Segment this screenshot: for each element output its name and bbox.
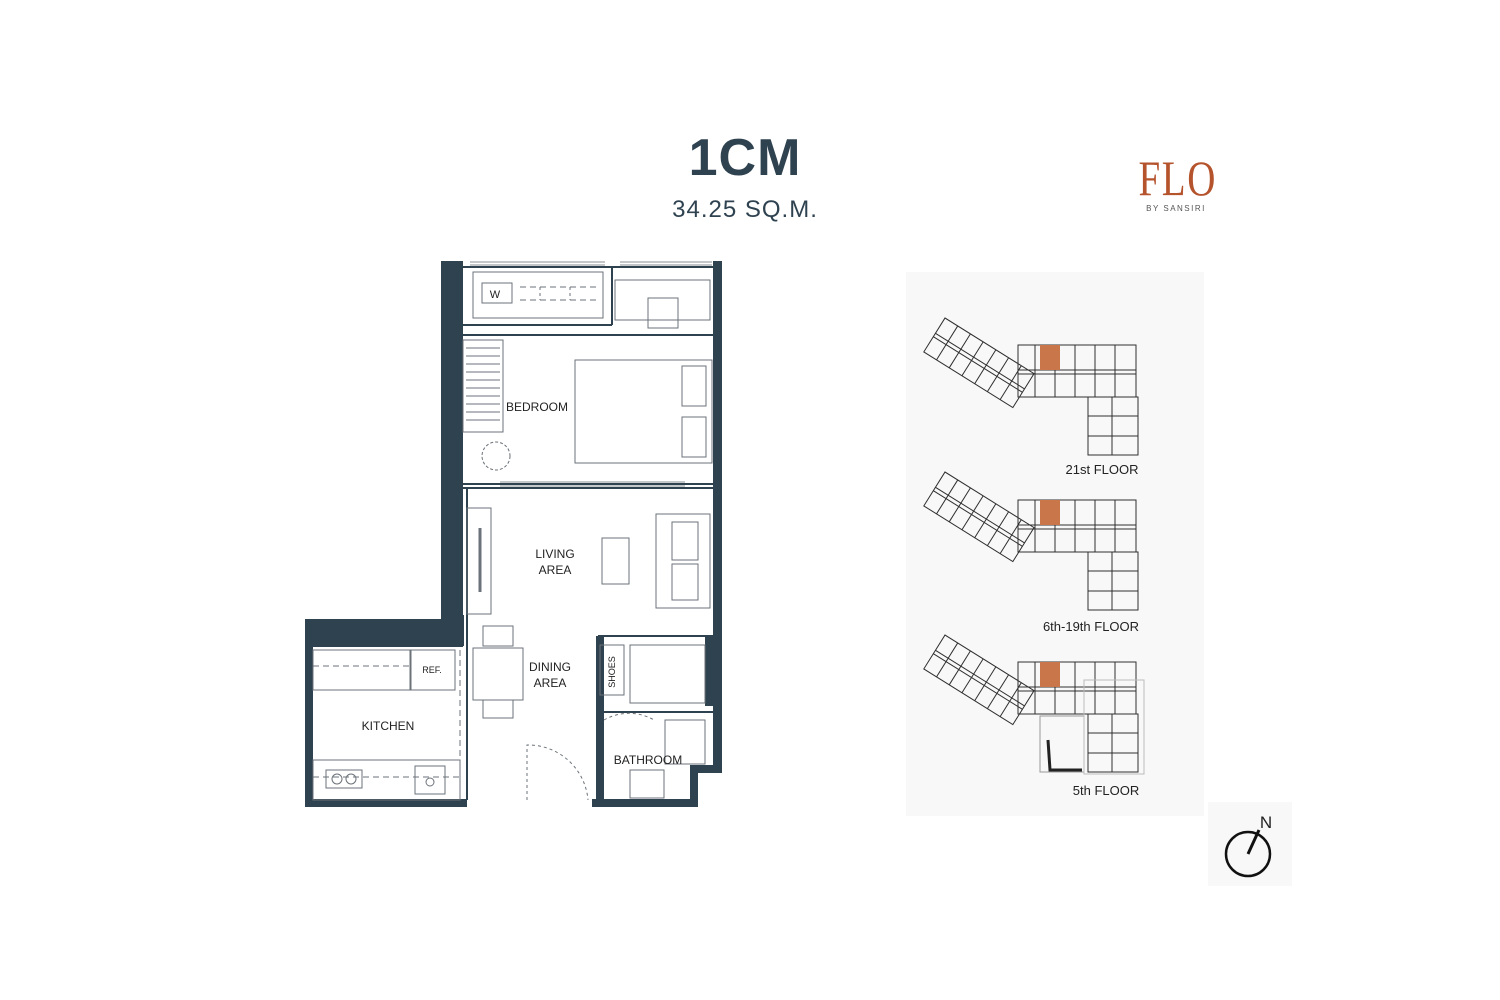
label-ref: REF. <box>422 665 442 675</box>
key-plan-label-21st: 21st FLOOR <box>1066 462 1139 477</box>
exterior-walls <box>305 261 722 807</box>
unit-code: 1CM <box>688 129 802 187</box>
brand-name: FLO <box>1138 150 1217 206</box>
room-label-living-2: AREA <box>539 563 572 577</box>
key-plan-21st-floor <box>923 317 1139 456</box>
unit-floor-plan: BEDROOM LIVING AREA DINING AREA KITCHEN … <box>305 261 722 807</box>
room-label-bedroom: BEDROOM <box>506 400 568 414</box>
key-plan-5th-highlight <box>1040 662 1060 687</box>
key-plan-5th-floor <box>923 634 1145 775</box>
key-plan-21st-highlight <box>1040 345 1060 370</box>
room-label-dining-1: DINING <box>529 660 571 674</box>
unit-area: 34.25 SQ.M. <box>672 196 818 223</box>
room-label-living-1: LIVING <box>535 547 574 561</box>
windows <box>470 261 712 487</box>
label-washer: W <box>490 289 501 301</box>
room-label-dining-2: AREA <box>534 676 567 690</box>
north-arrow-icon <box>1224 829 1272 878</box>
key-plan-6th-19th-highlight <box>1040 500 1060 525</box>
compass-panel <box>1208 802 1292 886</box>
room-label-bathroom: BATHROOM <box>614 753 682 767</box>
key-plan-label-5th: 5th FLOOR <box>1073 783 1139 798</box>
label-shoes: SHOES <box>607 656 617 688</box>
compass-label: N <box>1260 813 1272 832</box>
brand-logo: FLO BY SANSIRI <box>1128 150 1224 213</box>
key-plan-6th-19th-floor <box>923 471 1139 611</box>
room-label-kitchen: KITCHEN <box>362 719 415 733</box>
brand-tagline: BY SANSIRI <box>1146 204 1206 213</box>
interior-walls <box>313 266 720 800</box>
furniture <box>312 271 713 801</box>
key-plan-label-6th-19th: 6th-19th FLOOR <box>1043 619 1139 634</box>
